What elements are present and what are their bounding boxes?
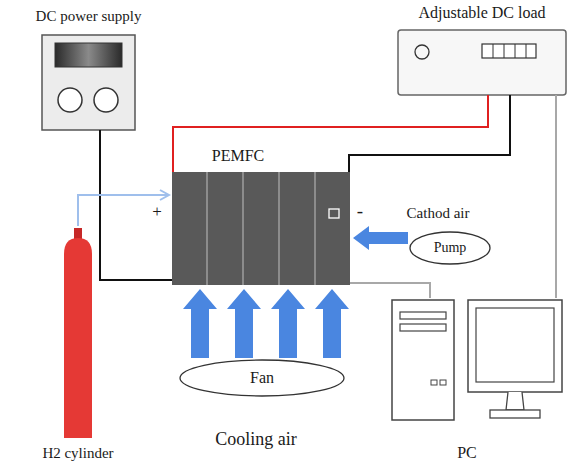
node-label: Pump xyxy=(434,240,467,256)
node-label: H2 cylinder xyxy=(42,445,113,462)
fuel-cell-stack-drawing xyxy=(172,172,350,285)
polarity-sign: - xyxy=(357,201,363,222)
dc-power-supply-drawing xyxy=(42,35,135,130)
hydrogen-cylinder-drawing xyxy=(64,228,92,438)
hydrogen-cylinder: H2 cylinder xyxy=(62,226,94,440)
pc-drawing xyxy=(392,300,562,420)
fuel-cell-stack: PEMFC xyxy=(172,172,350,285)
red-wire xyxy=(173,95,488,172)
node-label: Fan xyxy=(250,369,274,387)
node-label: Adjustable DC load xyxy=(418,4,545,22)
pump-ellipse: Pump xyxy=(410,232,490,264)
polarity-sign: + xyxy=(152,203,162,222)
node-label: DC power supply xyxy=(36,8,142,25)
node-label: PEMFC xyxy=(212,147,264,165)
air-label: Cooling air xyxy=(215,430,297,450)
computer: PC xyxy=(390,298,564,422)
data-cable xyxy=(350,283,430,298)
dc-load-drawing xyxy=(398,30,566,95)
air-label: Cathod air xyxy=(407,205,470,222)
data-cable xyxy=(555,95,557,298)
hydrogen-pipe xyxy=(78,195,169,226)
power-supply: DC power supply xyxy=(42,35,135,130)
black-wire xyxy=(100,130,172,280)
black-wire xyxy=(349,95,510,172)
air-flow-arrow xyxy=(353,226,408,250)
node-label: PC xyxy=(457,444,477,462)
dc-load: Adjustable DC load xyxy=(398,30,566,95)
fan-ellipse: Fan xyxy=(180,360,344,396)
cooling-air-arrows xyxy=(183,289,349,358)
